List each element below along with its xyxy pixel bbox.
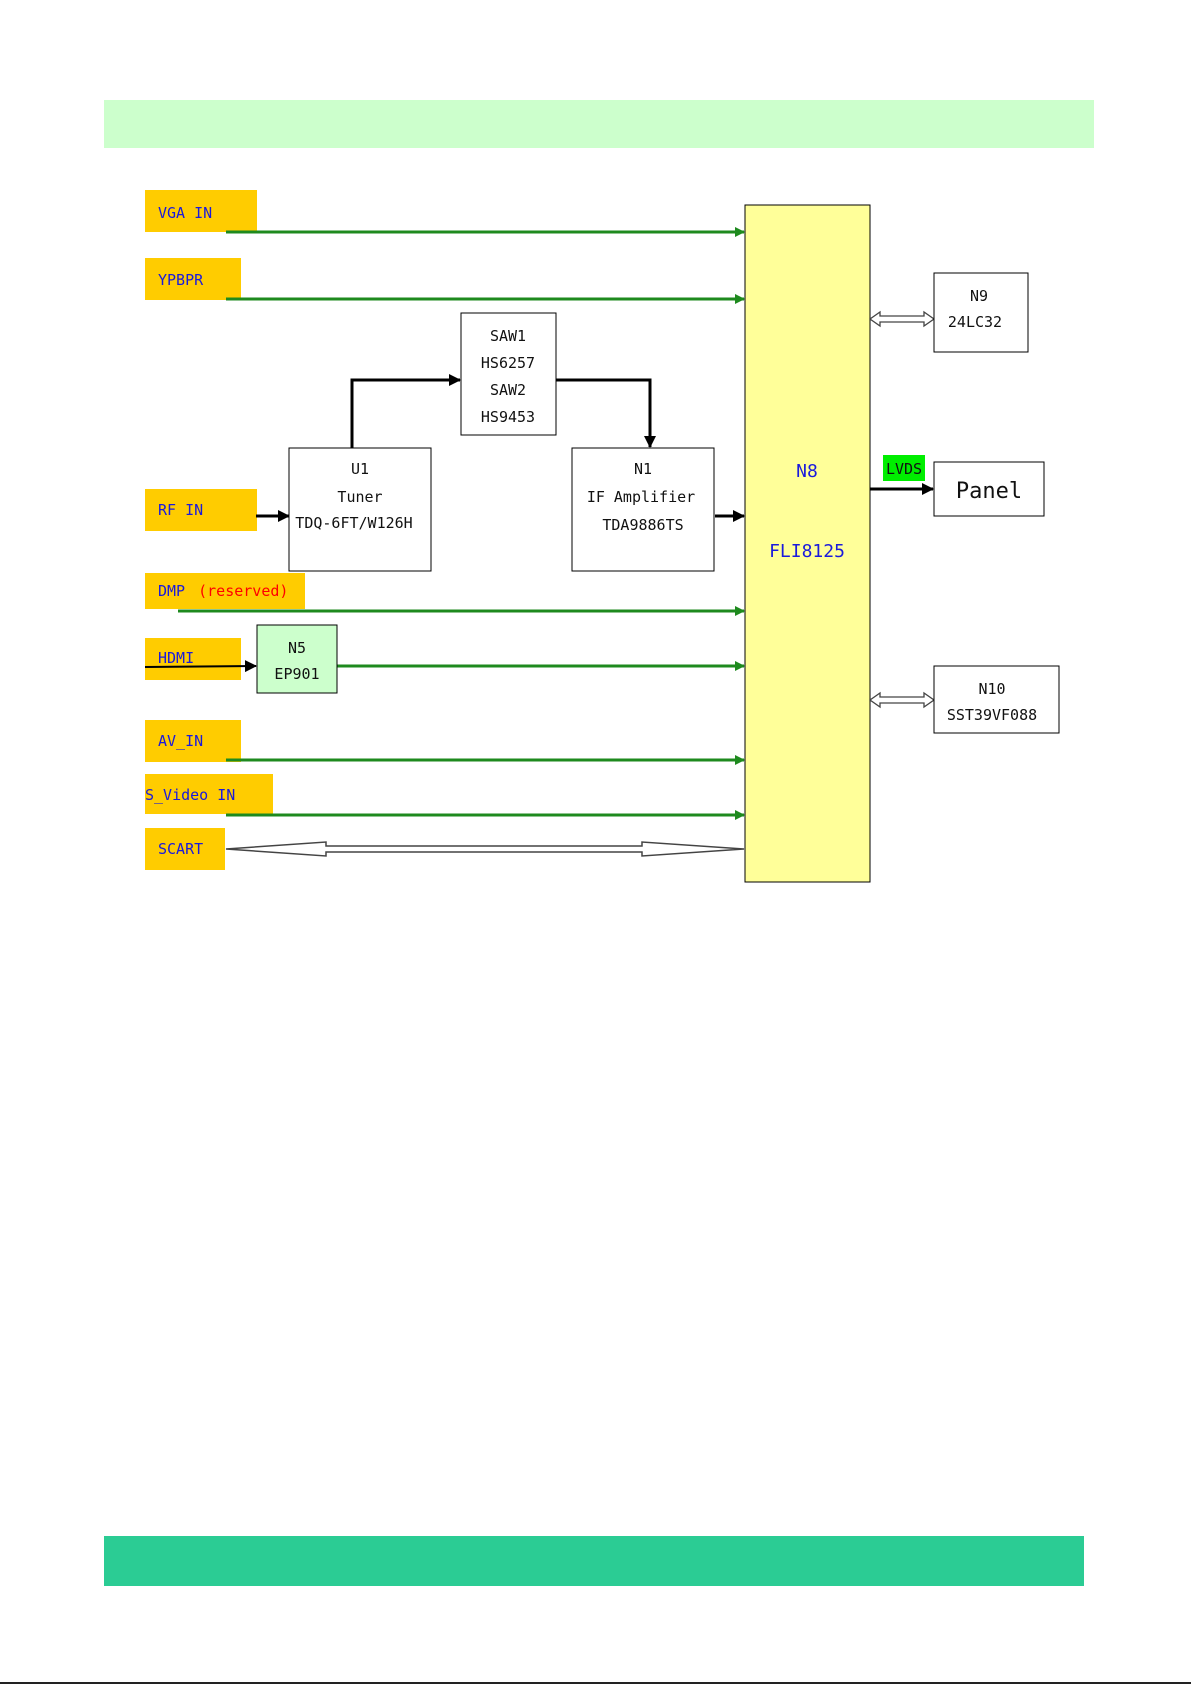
hdmi-receiver-block: N5 EP901 [257,625,337,693]
eeprom-line2: 24LC32 [948,313,1002,331]
svg-text:DMP (reserved): DMP (reserved) [158,582,288,600]
input-svideo: S_Video IN [145,774,273,814]
input-rf: RF IN [145,489,257,531]
panel-label: Panel [956,479,1022,504]
saw-line1: SAW1 [490,327,526,345]
flash-block: N10 SST39VF088 [934,666,1059,733]
tuner-line1: U1 [351,460,369,478]
input-svideo-label: S_Video IN [145,786,235,804]
input-ypbpr-label: YPBPR [158,271,204,289]
tuner-line3: TDQ-6FT/W126H [295,514,412,532]
tuner-line2: Tuner [337,488,382,506]
input-vga-label: VGA IN [158,204,212,222]
saw-line4: HS9453 [481,408,535,426]
saw-line3: SAW2 [490,381,526,399]
flash-line2: SST39VF088 [947,706,1037,724]
saw-line2: HS6257 [481,354,535,372]
main-chip-line2: FLI8125 [769,541,845,562]
input-vga: VGA IN [145,190,257,232]
saw-filter-block: SAW1 HS6257 SAW2 HS9453 [461,313,556,435]
main-chip-block: N8 FLI8125 [745,205,870,882]
input-hdmi-label: HDMI [158,649,194,667]
input-rf-label: RF IN [158,501,203,519]
if-amp-line1: N1 [634,460,652,478]
if-amplifier-block: N1 IF Amplifier TDA9886TS [572,448,714,571]
if-amp-line2: IF Amplifier [587,488,695,506]
panel-block: Panel [934,462,1044,516]
lvds-tag: LVDS [883,455,925,481]
input-scart: SCART [145,828,225,870]
input-hdmi: HDMI [145,638,241,680]
eeprom-line1: N9 [970,287,988,305]
input-dmp-label: DMP [158,582,185,600]
hdmi-rx-line1: N5 [288,639,306,657]
saw-to-if-arrow [556,380,650,447]
input-dmp-reserved-note: (reserved) [198,582,288,600]
input-scart-label: SCART [158,840,203,858]
eeprom-block: N9 24LC32 [934,273,1028,352]
input-ypbpr: YPBPR [145,258,241,300]
input-dmp: DMP (reserved) [145,573,305,609]
scart-bidirectional-arrow [226,842,744,856]
if-amp-line3: TDA9886TS [602,516,683,534]
lvds-label: LVDS [886,460,922,478]
tuner-to-saw-arrow [352,380,460,448]
input-av: AV_IN [145,720,241,762]
tuner-block: U1 Tuner TDQ-6FT/W126H [289,448,431,571]
n8-n10-bus-arrow [870,693,934,707]
main-chip-line1: N8 [796,461,818,482]
n8-n9-bus-arrow [870,312,934,326]
flash-line1: N10 [978,680,1005,698]
hdmi-rx-line2: EP901 [274,665,319,683]
hdmi-to-n5-arrow [145,666,256,667]
input-av-label: AV_IN [158,732,203,750]
